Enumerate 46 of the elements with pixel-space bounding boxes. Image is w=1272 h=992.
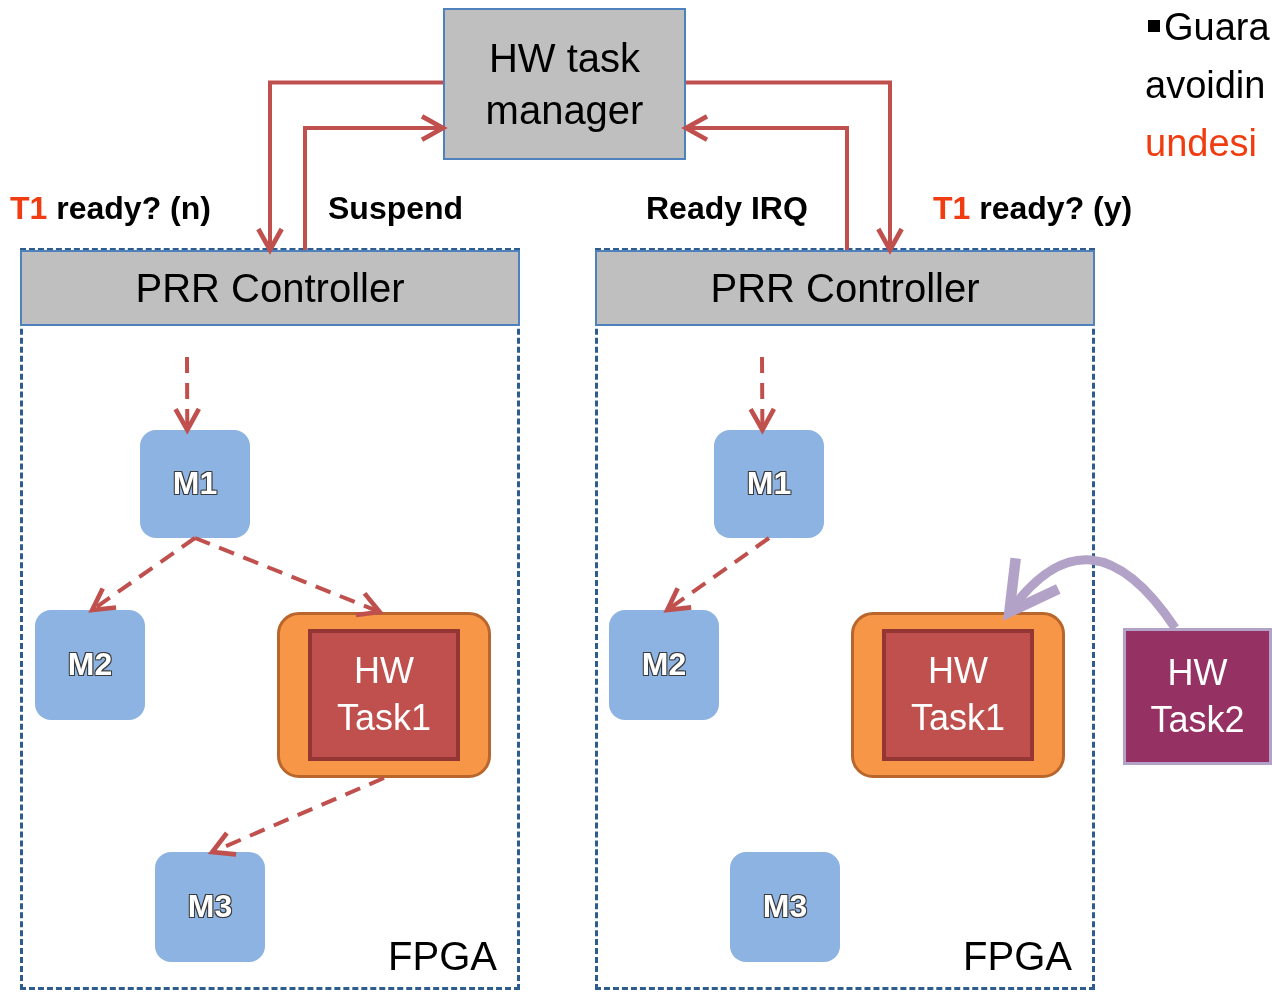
arrow	[173, 357, 202, 433]
arrow	[664, 536, 771, 613]
manager-box	[443, 8, 686, 160]
note-text: avoidin	[1145, 64, 1266, 107]
note-text: Guara	[1164, 6, 1270, 49]
module-box	[35, 610, 145, 720]
arrow	[303, 114, 446, 250]
node-label: PRR Controller	[135, 265, 405, 312]
node-label: HW Task1	[335, 649, 432, 740]
node-label: M1	[746, 464, 792, 504]
edge-label: Ready IRQ	[646, 190, 808, 227]
node-label: HW task manager	[484, 35, 645, 134]
controller-bar	[595, 250, 1095, 326]
module-box	[714, 430, 824, 538]
node-label: M3	[187, 887, 233, 927]
node-label: PRR Controller	[710, 265, 980, 312]
edge-label: Suspend	[328, 190, 464, 227]
fpga-region	[20, 248, 520, 990]
arrow	[89, 536, 197, 613]
node-label: M1	[172, 464, 218, 504]
node-label: M2	[641, 645, 687, 685]
region-label: FPGA	[963, 934, 1072, 979]
arrow	[748, 357, 777, 433]
edge-label: T1 ready? (n)	[10, 190, 211, 227]
controller-bar	[20, 250, 520, 326]
arrow	[1004, 553, 1179, 631]
arrow	[194, 536, 383, 618]
note-text: undesi	[1145, 122, 1257, 165]
arrow	[686, 80, 904, 253]
edge-label: T1 ready? (y)	[933, 190, 1133, 227]
module-box	[730, 852, 840, 962]
task-block	[851, 612, 1065, 778]
arrow	[683, 114, 849, 250]
node-label: HW Task1	[909, 649, 1006, 740]
task-block	[277, 612, 491, 778]
module-box	[140, 430, 250, 538]
arrow	[256, 80, 443, 253]
region-label: FPGA	[388, 934, 497, 979]
node-label: HW Task2	[1149, 650, 1246, 742]
task-box	[1123, 628, 1272, 765]
fpga-region	[595, 248, 1095, 990]
node-label: M3	[762, 887, 808, 927]
arrow	[209, 776, 385, 857]
module-box	[609, 610, 719, 720]
node-label: M2	[67, 645, 113, 685]
module-box	[155, 852, 265, 962]
